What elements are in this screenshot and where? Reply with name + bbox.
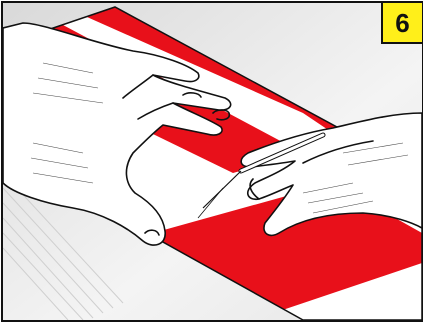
hands-cutting-illustration <box>3 3 422 320</box>
step-number-badge: 6 <box>381 3 422 44</box>
